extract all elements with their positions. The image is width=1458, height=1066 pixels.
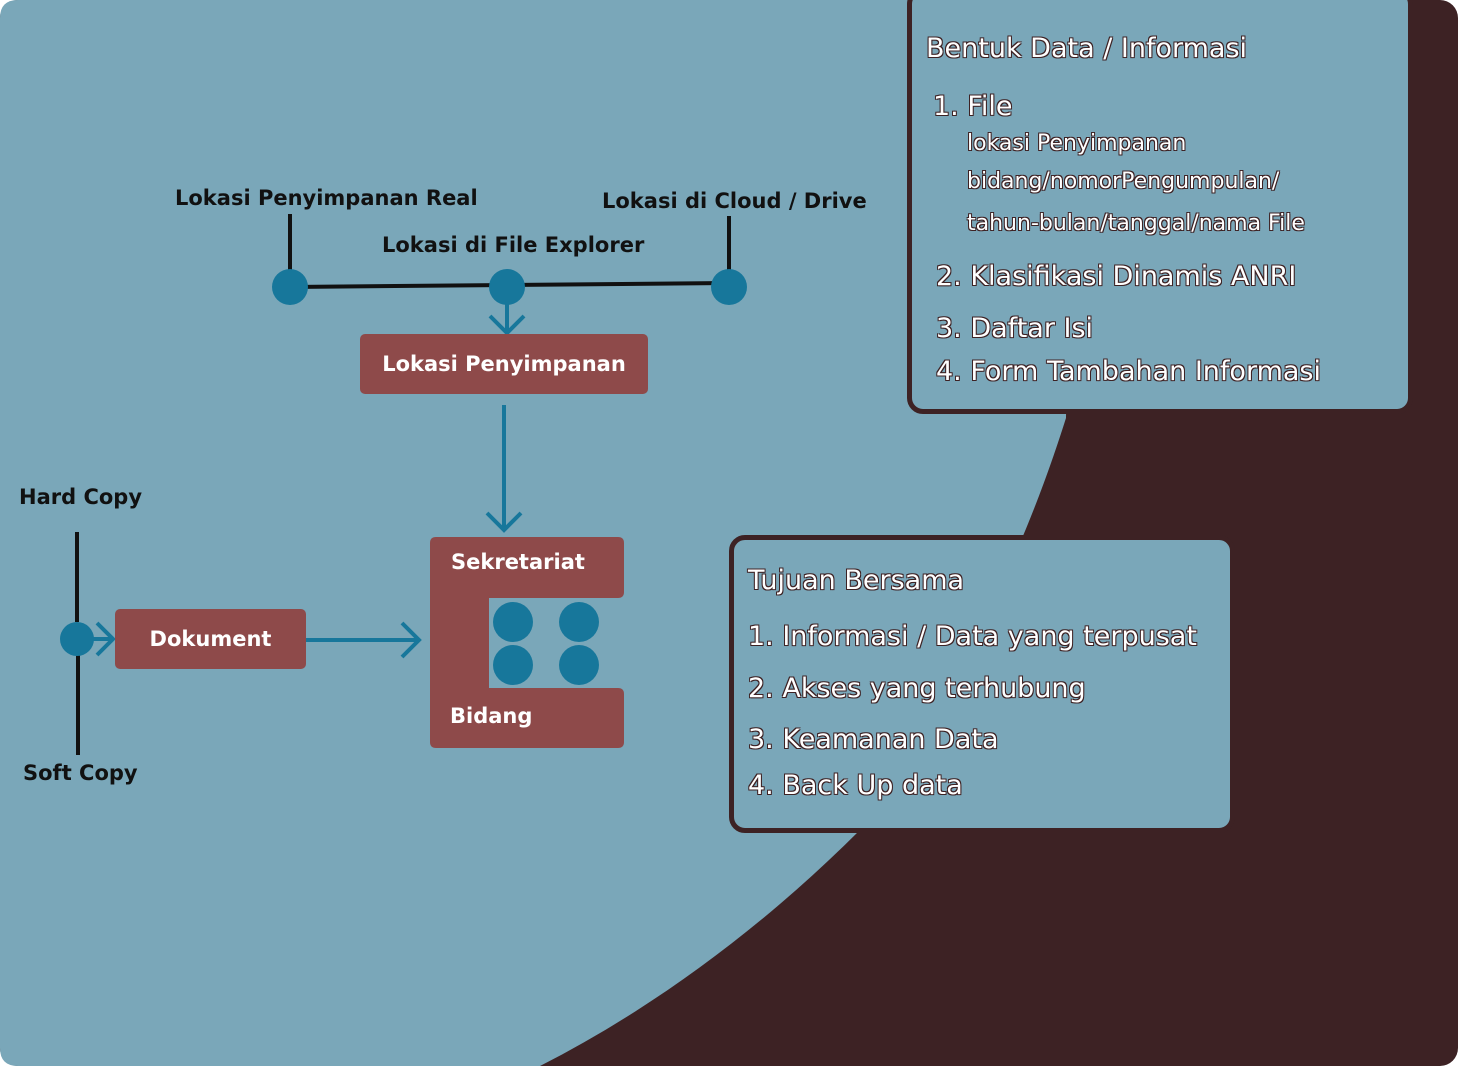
- file-path-line-2: bidang/nomorPengumpulan/: [967, 169, 1280, 194]
- file-path-line-1: lokasi Penyimpanan: [967, 131, 1187, 156]
- bentuk-item-file: 1. File: [933, 91, 1013, 122]
- node-copy: [60, 622, 94, 656]
- bentuk-data-panel: Bentuk Data / Informasi 1. File lokasi P…: [907, 0, 1413, 414]
- org-block-shape: [430, 537, 624, 748]
- label-lokasi-cloud: Lokasi di Cloud / Drive: [602, 189, 867, 213]
- bentuk-panel-title: Bentuk Data / Informasi: [926, 33, 1248, 64]
- label-lokasi-real: Lokasi Penyimpanan Real: [175, 186, 478, 210]
- label-soft-copy: Soft Copy: [23, 761, 138, 785]
- label-bidang: Bidang: [450, 704, 533, 728]
- node-file-explorer: [489, 269, 525, 305]
- label-hard-copy: Hard Copy: [19, 485, 143, 509]
- arrow-to-dokument-head: [95, 621, 116, 657]
- org-dot-2: [559, 602, 599, 642]
- tujuan-item-3: 3. Keamanan Data: [748, 724, 999, 755]
- bentuk-item-daftar-isi: 3. Daftar Isi: [936, 313, 1094, 344]
- label-lokasi-file-explorer: Lokasi di File Explorer: [382, 233, 645, 257]
- node-real: [272, 269, 308, 305]
- tujuan-panel-title: Tujuan Bersama: [748, 565, 965, 596]
- arrow-to-org-side-head: [400, 621, 422, 659]
- node-cloud: [711, 269, 747, 305]
- org-dot-4: [559, 645, 599, 685]
- lokasi-penyimpanan-box: Lokasi Penyimpanan: [360, 334, 648, 394]
- tujuan-bersama-panel: Tujuan Bersama 1. Informasi / Data yang …: [729, 535, 1235, 833]
- org-dot-3: [493, 645, 533, 685]
- arrow-to-org-head: [485, 511, 523, 533]
- bentuk-item-klasifikasi: 2. Klasifikasi Dinamis ANRI: [936, 261, 1297, 292]
- arrow-to-lokasi-head: [488, 314, 526, 336]
- label-sekretariat: Sekretariat: [451, 550, 585, 574]
- dokument-box: Dokument: [115, 609, 306, 669]
- bentuk-item-form: 4. Form Tambahan Informasi: [936, 356, 1321, 387]
- tujuan-item-1: 1. Informasi / Data yang terpusat: [748, 621, 1197, 652]
- file-path-line-3: tahun-bulan/tanggal/nama File: [967, 211, 1305, 236]
- tujuan-item-2: 2. Akses yang terhubung: [748, 673, 1086, 704]
- tujuan-item-4: 4. Back Up data: [748, 770, 963, 801]
- org-dot-1: [493, 602, 533, 642]
